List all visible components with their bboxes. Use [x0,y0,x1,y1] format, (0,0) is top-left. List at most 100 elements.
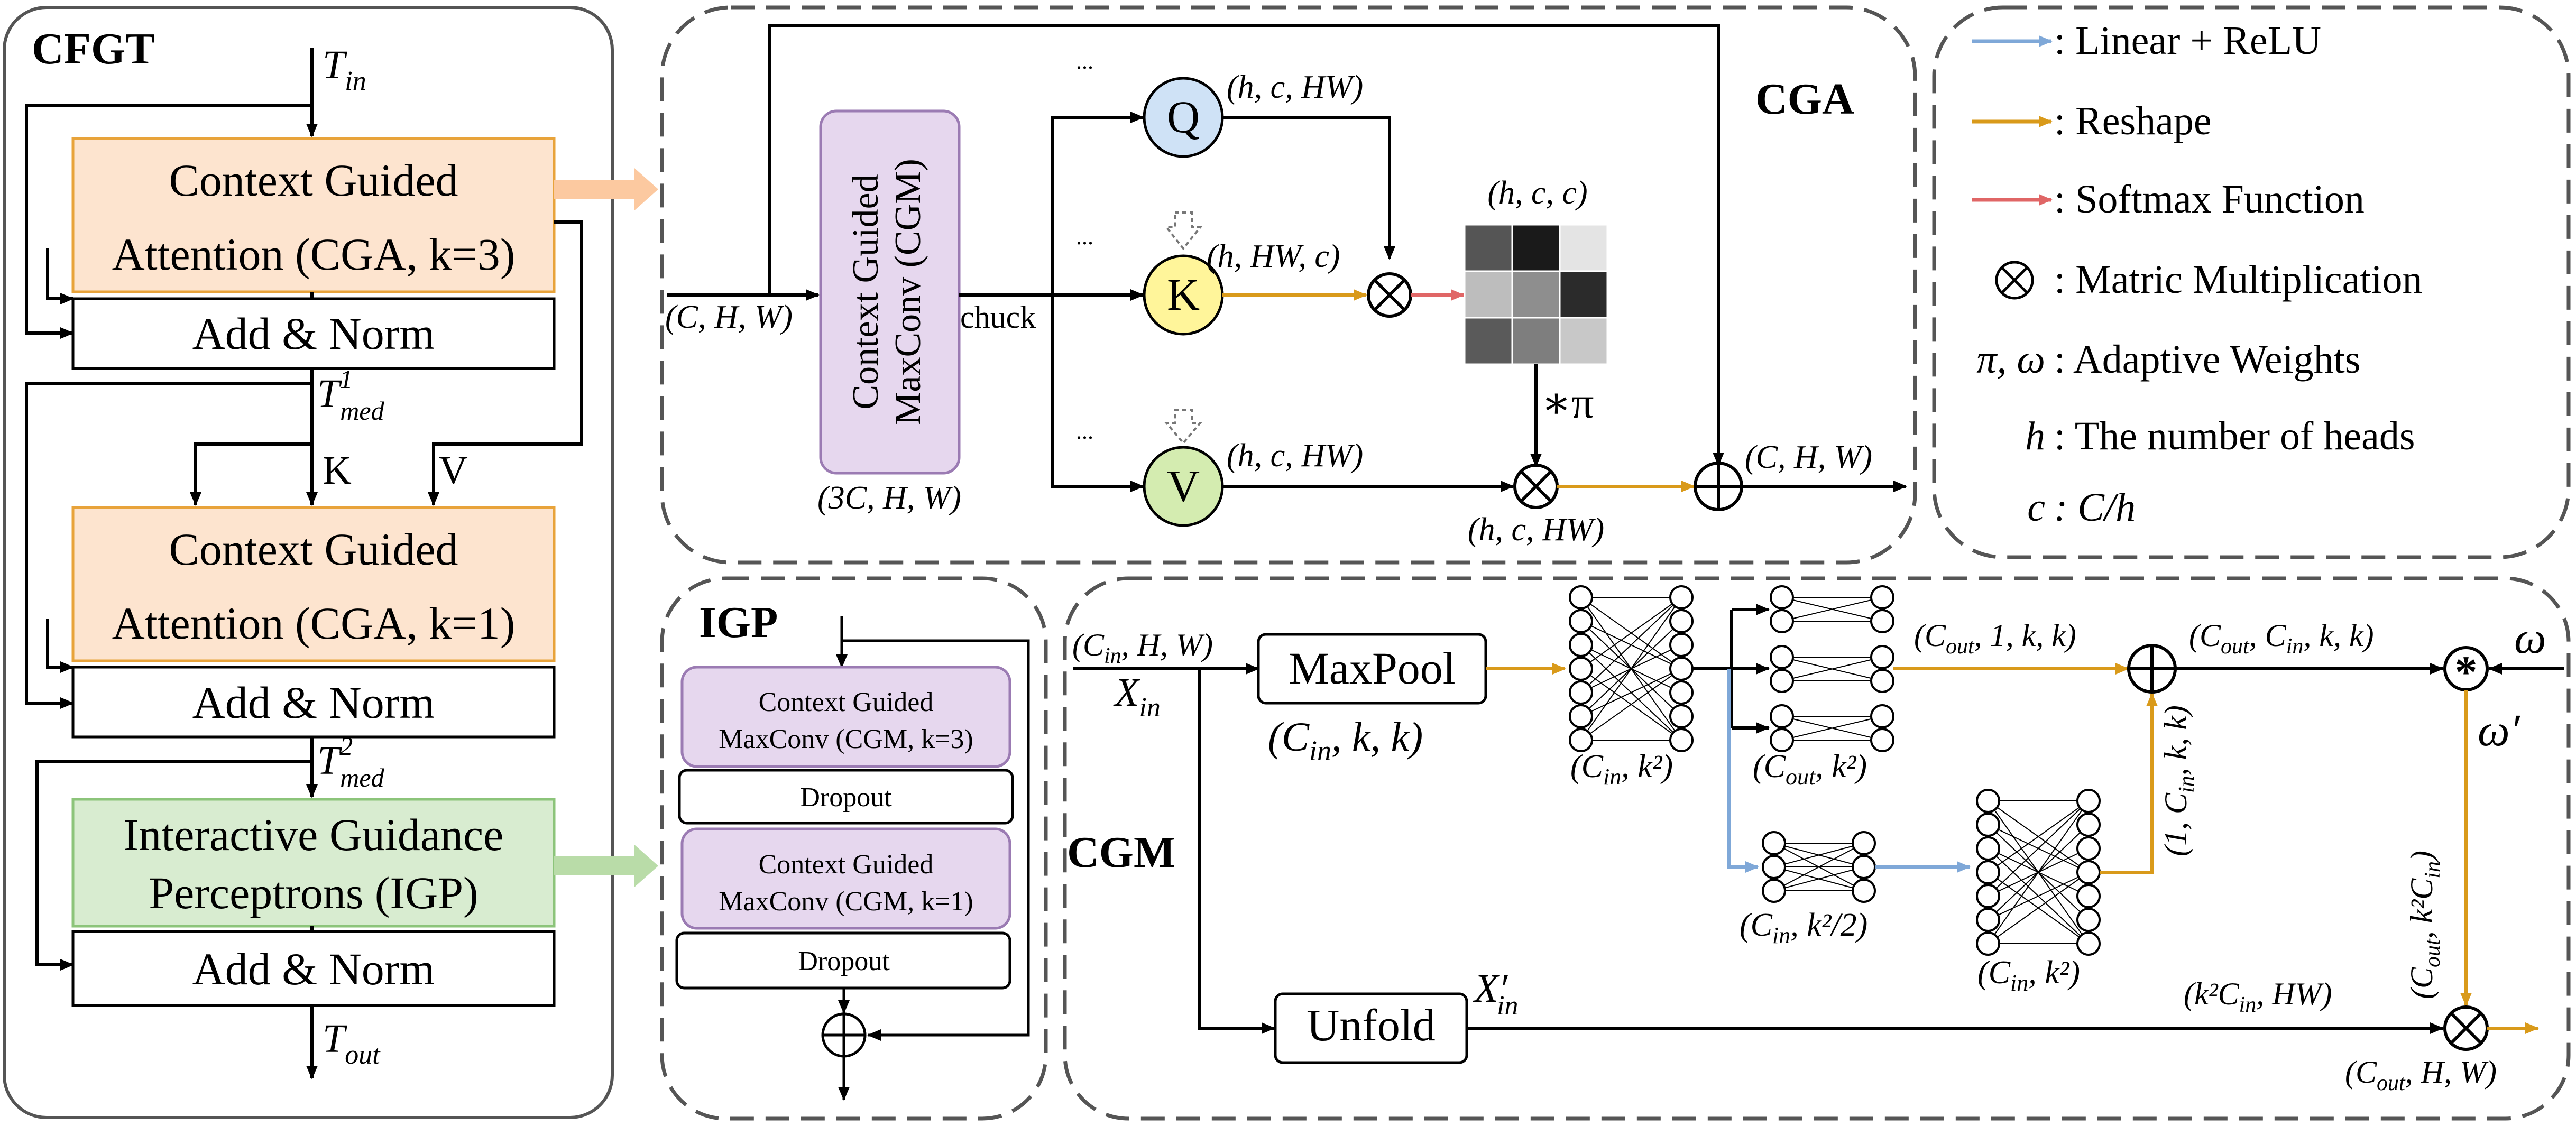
kernel-dims: (Cout, k²Cin) [2404,851,2445,999]
k-dropout-arrow [1164,211,1203,251]
pi-label: ∗π [1541,379,1594,428]
legend-text-c: : C/h [2054,485,2136,530]
legend-text-matmul: : Matric Multiplication [2054,257,2423,302]
mlp1-network [1580,597,1682,741]
ellipsis-k: ... [1076,224,1093,250]
mlp4-network [1988,800,2089,944]
igp-title: IGP [699,598,778,647]
unfold-dims: (k²Cin, HW) [2184,976,2332,1017]
cga-border [660,5,1917,565]
attn-cell [1559,270,1608,319]
maxpool-dims: (Cin, k, k) [1268,714,1423,767]
legend-text-heads: : The number of heads [2054,414,2415,458]
cga-expand-arrow [554,168,658,210]
mlp1-nodes [1569,585,1694,752]
attn-cell [1464,270,1513,319]
legend-symbol-heads: h [2025,414,2045,458]
mlp2-nodes [1770,585,1894,752]
igp-panel: IGP Context Guided MaxConv (CGM, k=3) Dr… [660,576,1048,1121]
mlp2-network [1781,597,1883,741]
cga2-block [71,506,556,662]
legend-panel: : Linear + ReLU : Reshape : Softmax Func… [1932,5,2571,559]
cfgt-border [3,6,614,1119]
t-out-label: Tout [323,1017,381,1070]
unfold-label: Unfold [1307,1000,1436,1050]
x-in-prime-label: X′in [1473,966,1519,1021]
igp-cgm1-line2: MaxConv (CGM, k=3) [719,724,973,754]
attn-cell [1511,317,1561,365]
addnorm3-label: Add & Norm [192,944,435,994]
mlp4-nodes [1976,789,2101,956]
addnorm2-block [71,666,556,739]
attn-cell [1464,317,1513,365]
k-label: K [1167,269,1200,320]
cga-cgm-block [819,109,961,475]
mlp4-dims: (Cin, k²) [1977,955,2080,996]
igp-dropout1-block [678,769,1014,825]
mlp3-nodes [1762,831,1876,903]
cga-output-dims: (C, H, W) [1745,439,1872,475]
igp-cgm2-block [680,827,1011,930]
igp-expand-arrow [554,845,658,887]
cga2-label-line2: Attention (CGA, k=1) [112,598,516,649]
mlp2-dims: (Cout, k²) [1753,749,1867,790]
cga1-label-line2: Attention (CGA, k=3) [112,229,516,280]
attn-cell [1511,270,1561,319]
x-in-label: Xin [1113,670,1161,723]
cfgt-title: CFGT [32,24,155,73]
attn-cell [1559,317,1608,365]
weights-dims: (Cout, Cin, k, k) [2189,618,2374,659]
legend-symbol-c: c [2027,485,2045,530]
attn-dims: (h, c, c) [1487,175,1587,211]
cgm-output-dims: (Cout, H, W) [2345,1055,2497,1095]
igp-label-line2: Perceptrons (IGP) [149,867,478,918]
legend-border [1932,5,2571,559]
igp-cgm2-line2: MaxConv (CGM, k=1) [719,887,973,917]
omega-prime-label: ω′ [2478,705,2520,755]
cgm-title: CGM [1067,828,1175,877]
omega-label: ω [2514,612,2546,663]
igp-border [660,576,1048,1121]
maxpool-label: MaxPool [1289,643,1455,694]
cga1-block [71,137,556,293]
igp-cgm1-line1: Context Guided [759,687,934,717]
legend-text-linear-relu: : Linear + ReLU [2054,19,2321,63]
attn-cell [1464,224,1513,272]
q-label: Q [1167,91,1200,142]
igp-dropout2-label: Dropout [798,946,890,976]
k-dims: (h, HW, c) [1207,238,1340,274]
k-input-label: K [323,448,352,493]
attention-matrix [1464,224,1608,365]
v-input-label: V [439,448,468,493]
ellipsis-q: ... [1076,48,1093,74]
t-in-label: Tin [323,43,366,96]
sum-top-dims: (Cout, 1, k, k) [1914,618,2076,659]
cga-cgm-label-line1: Context Guided [845,174,886,409]
mlp3-dims: (Cin, k²/2) [1740,907,1867,948]
igp-cgm2-line1: Context Guided [759,850,934,880]
legend-text-weights: : Adaptive Weights [2054,337,2360,382]
cga2-label-line1: Context Guided [169,524,458,575]
chuck-label: chuck [960,300,1036,335]
attn-cell [1559,224,1608,272]
v-dims: (h, c, HW) [1227,438,1363,474]
mlp1-dims: (Cin, k²) [1570,749,1673,790]
igp-cgm1-block [680,666,1011,768]
v-label: V [1167,460,1200,511]
cgm-input-dims: (Cin, H, W) [1072,627,1213,668]
igp-block [71,798,556,928]
legend-text-reshape: : Reshape [2054,99,2212,143]
out-mul-dims: (h, c, HW) [1468,512,1604,548]
cga-panel: CGA (C, H, W) Context Guided MaxConv (CG… [660,5,1917,565]
attn-cell [1511,224,1561,272]
cgm-panel: CGM (Cin, H, W) Xin MaxPool (Cin, k, k) … [1063,576,2571,1121]
mlp3-network [1773,843,1864,891]
legend-symbol-weights: π, ω [1976,337,2045,382]
addnorm3-block [71,930,556,1007]
legend-text-softmax: : Softmax Function [2054,177,2365,221]
cgm-border [1063,576,2571,1121]
ellipsis-v: ... [1076,418,1093,444]
